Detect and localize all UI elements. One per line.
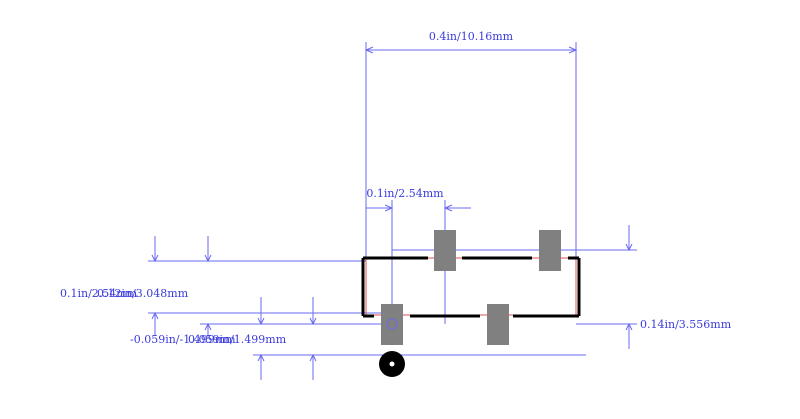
pad-top-2 [539,230,561,271]
pad-bottom-1 [381,304,403,345]
offset-label-a: -0.059in/-1.499mm [130,333,236,346]
overall-width-label: 0.4in/10.16mm [429,30,514,43]
offset-label-b: 0.059in/1.499mm [188,333,287,346]
left-height-label-a: 0.1in/2.54mm [60,287,138,300]
offset-dimensions: -0.059in/-1.499mm 0.059in/1.499mm [130,297,586,380]
right-height-dimension: 0.14in/3.556mm [392,225,732,349]
left-height-dimensions: 0.1in/2.54mm 0.12in/3.048mm [60,236,392,336]
pad-bottom-2 [487,304,509,345]
silkscreen-outline [361,256,581,318]
left-height-label-b: 0.12in/3.048mm [97,287,189,300]
right-height-label: 0.14in/3.556mm [640,318,732,331]
pin1-indicator [379,351,405,377]
pitch-label: 0.1in/2.54mm [366,187,444,200]
pads [381,230,561,345]
overall-width-dimension: 0.4in/10.16mm [364,30,578,258]
origin-marker [386,318,398,330]
pad-top-1 [434,230,456,271]
